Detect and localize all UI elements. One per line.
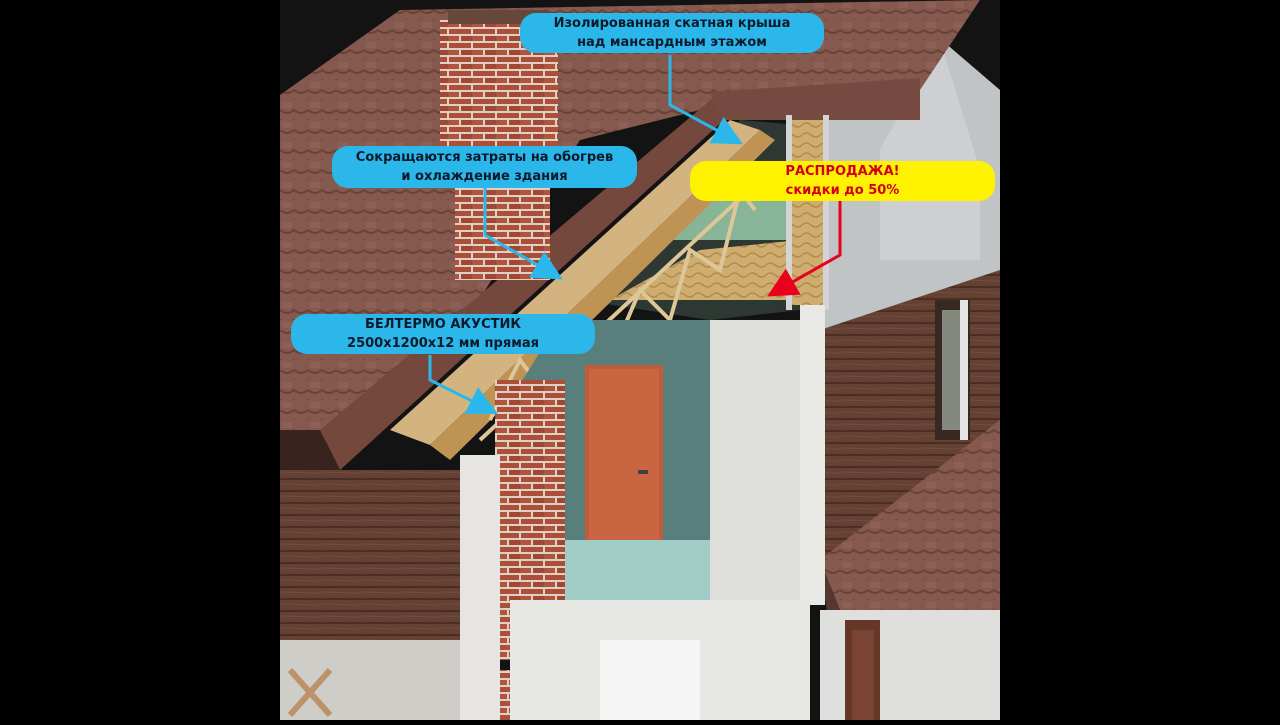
callout-savings-line2: и охлаждение здания <box>401 169 568 184</box>
callout-savings-line1: Сокращаются затраты на обогрев <box>355 150 614 165</box>
callout-sale: РАСПРОДАЖА! скидки до 50% <box>690 161 995 201</box>
arrow-product <box>428 355 499 415</box>
arrow-savings <box>483 185 563 280</box>
callout-roof: Изолированная скатная крыша над мансардн… <box>520 13 824 53</box>
callout-product-line1: БЕЛТЕРМО АКУСТИК <box>365 317 521 332</box>
callout-sale-line1: РАСПРОДАЖА! <box>785 164 900 179</box>
callout-roof-line2: над мансардным этажом <box>577 35 767 50</box>
callout-sale-line2: скидки до 50% <box>785 183 900 198</box>
house-illustration: Изолированная скатная крыша над мансардн… <box>280 0 1000 720</box>
arrow-roof <box>668 55 743 145</box>
callout-roof-line1: Изолированная скатная крыша <box>553 16 791 31</box>
arrow-sale <box>767 200 842 297</box>
callout-product-line2: 2500x1200x12 мм прямая <box>347 336 539 351</box>
callout-savings: Сокращаются затраты на обогрев и охлажде… <box>332 146 637 188</box>
arrows-layer <box>428 55 842 415</box>
callout-product: БЕЛТЕРМО АКУСТИК 2500x1200x12 мм прямая <box>291 314 595 354</box>
